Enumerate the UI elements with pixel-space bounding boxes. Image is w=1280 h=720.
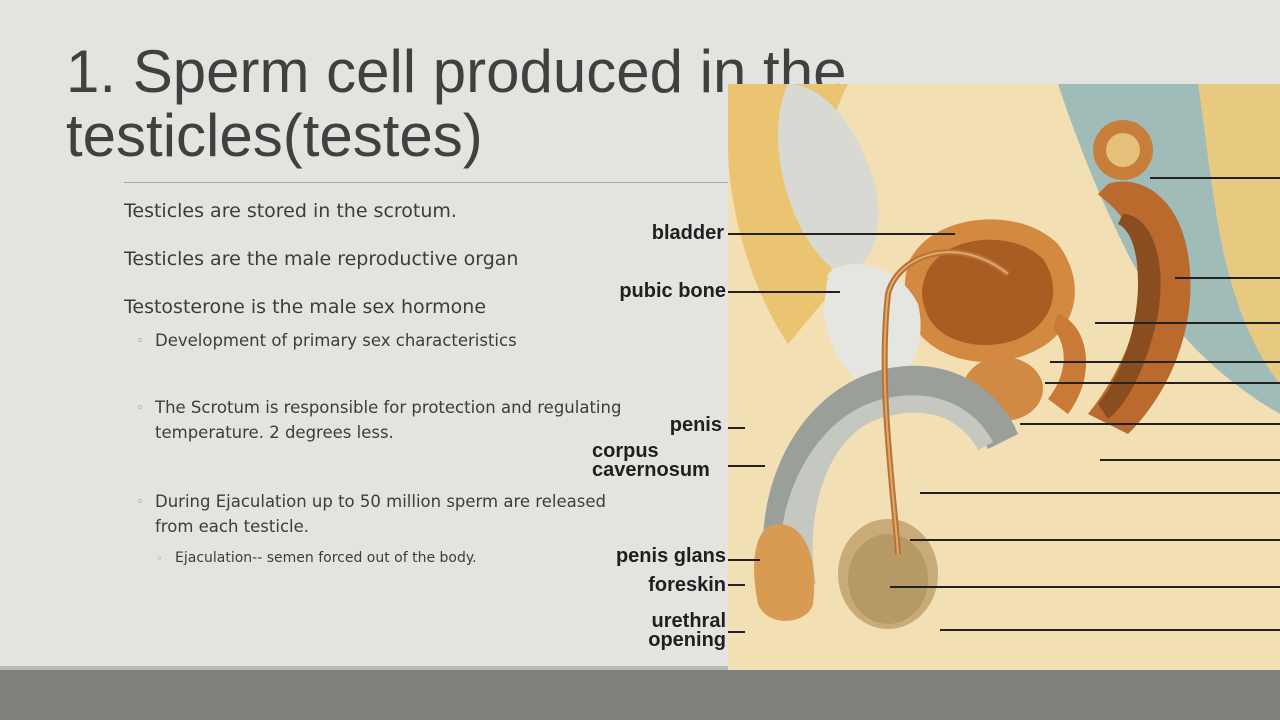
sub-bullet-text: During Ejaculation up to 50 million sper… (155, 492, 606, 536)
label-foreskin: foreskin (648, 574, 726, 596)
bullet-testosterone: Testosterone is the male sex hormone (124, 296, 487, 318)
label-bladder: bladder (651, 222, 724, 244)
label-urethral-opening: urethral opening (648, 610, 726, 651)
label-corpus-line1: corpus (592, 440, 659, 462)
title-line-2: testicles(testes) (66, 102, 483, 169)
label-penis-glans: penis glans (615, 545, 726, 567)
sub-sub-bullet-text: Ejaculation-- semen forced out of the bo… (175, 550, 477, 566)
bullet-marker: ◦ (136, 334, 144, 349)
sub-bullet-ejaculation: ◦ During Ejaculation up to 50 million sp… (136, 489, 631, 539)
anatomy-illustration (728, 84, 1280, 670)
title-divider (124, 182, 730, 183)
bullet-scrotum: Testicles are stored in the scrotum. (124, 200, 457, 222)
sub-bullet-text: The Scrotum is responsible for protectio… (155, 398, 622, 442)
label-urethral-line1: urethral (651, 610, 726, 632)
label-urethral-line2: opening (648, 629, 726, 651)
bullet-marker: ◦ (156, 552, 163, 565)
label-corpus-line2: cavernosum (592, 459, 710, 481)
bullet-marker: ◦ (136, 401, 144, 416)
bullet-reproductive-organ: Testicles are the male reproductive orga… (124, 248, 519, 270)
bullet-marker: ◦ (136, 495, 144, 510)
label-corpus-cavernosum: corpus cavernosum (592, 440, 710, 481)
label-pubic-bone: pubic bone (619, 280, 726, 302)
sub-bullet-primary-sex: ◦ Development of primary sex characteris… (136, 328, 631, 353)
label-penis: penis (669, 414, 722, 436)
slide-title: 1. Sperm cell produced in the testicles(… (66, 40, 846, 168)
anatomy-diagram (728, 84, 1280, 670)
sub-bullet-scrotum-temp: ◦ The Scrotum is responsible for protect… (136, 395, 631, 445)
title-line-1: 1. Sperm cell produced in the (66, 38, 847, 105)
sub-sub-bullet-ejaculation-def: ◦ Ejaculation-- semen forced out of the … (156, 550, 631, 566)
footer-bar (0, 666, 1280, 720)
sub-bullet-text: Development of primary sex characteristi… (155, 331, 517, 350)
